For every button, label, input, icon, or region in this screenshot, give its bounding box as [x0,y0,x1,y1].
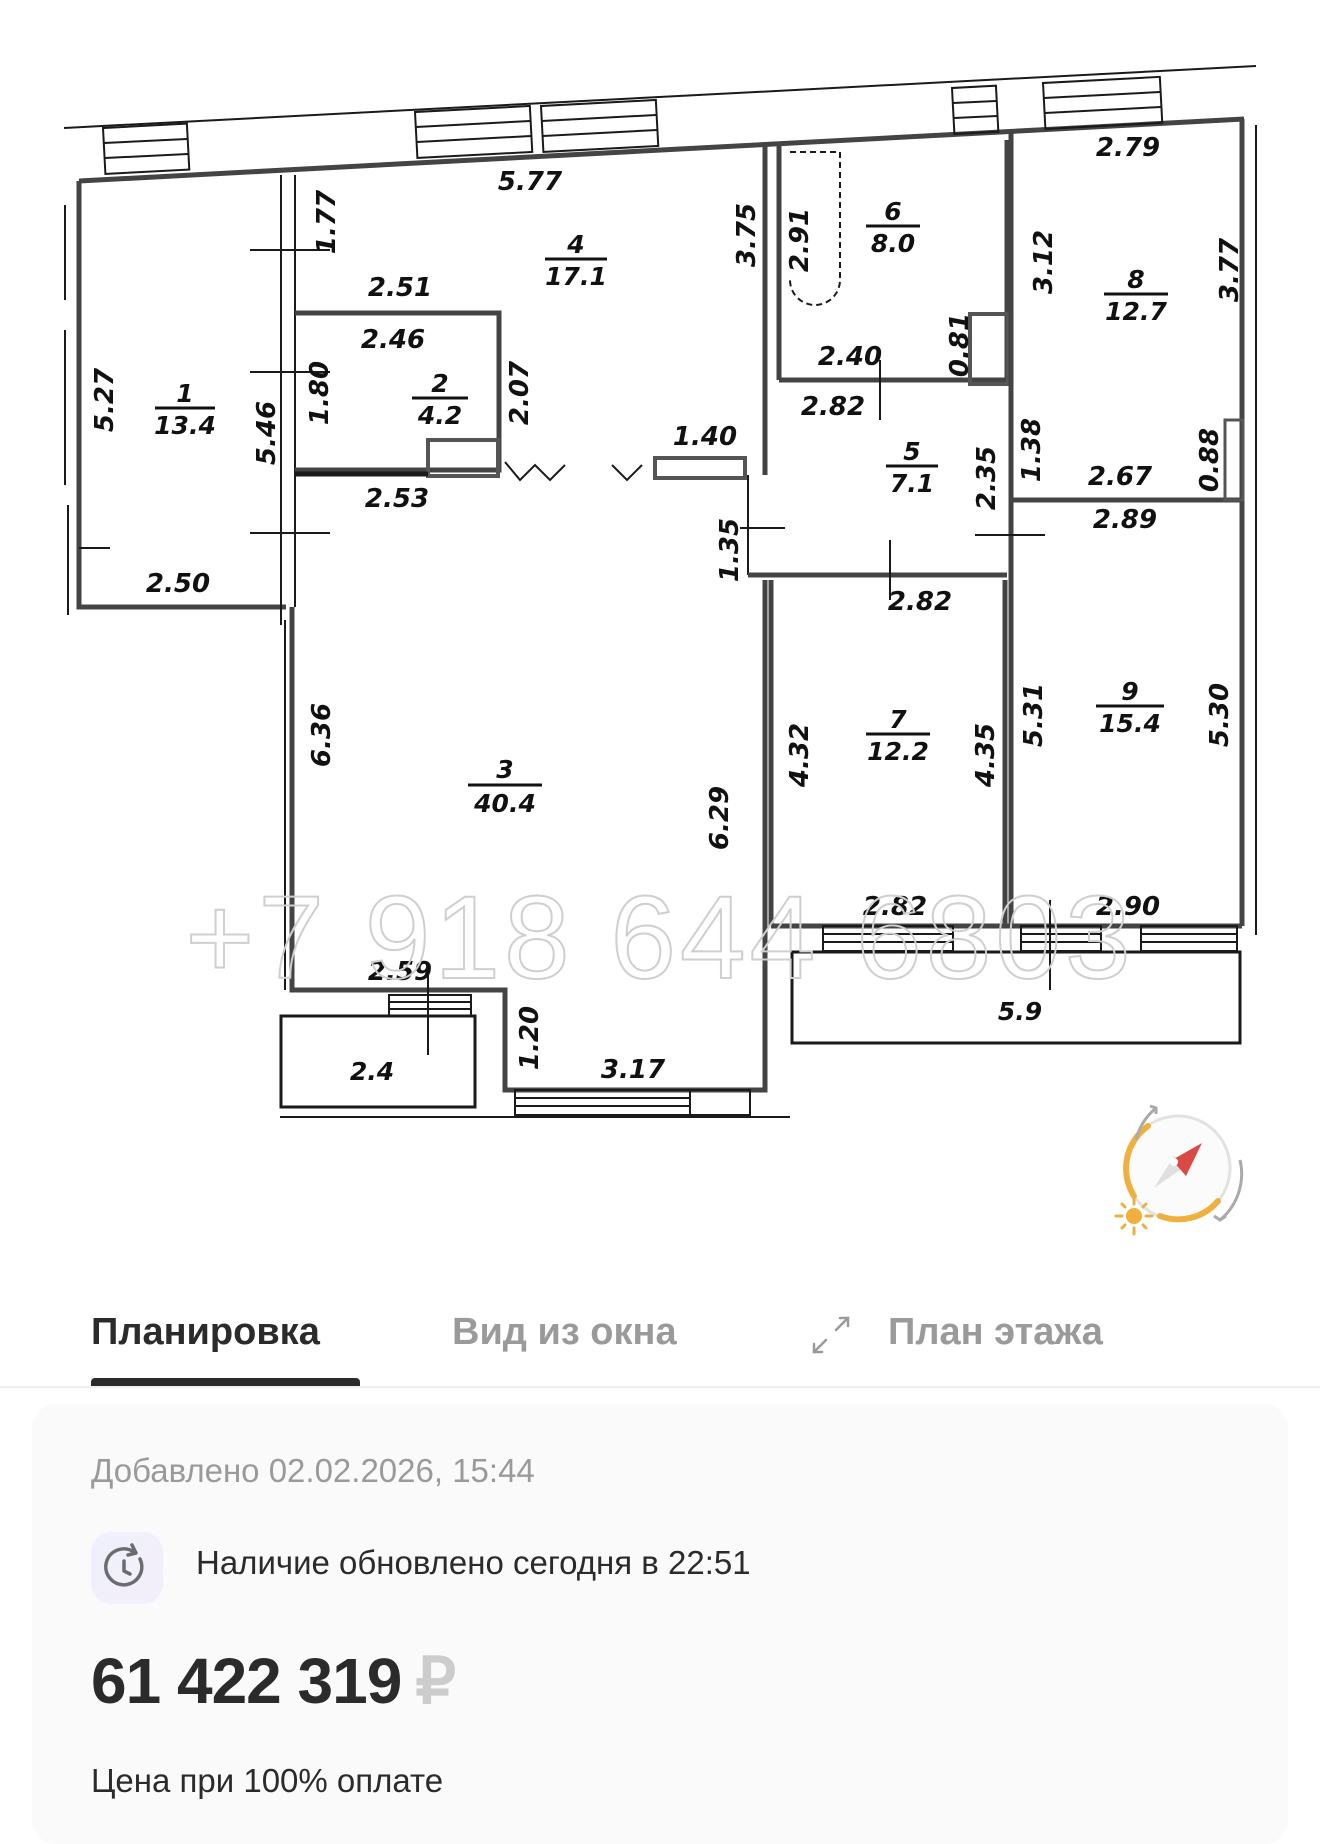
svg-text:3.77: 3.77 [1215,237,1245,302]
room-7[interactable]: 7 12.2 [866,705,930,766]
svg-text:2.59: 2.59 [368,957,432,987]
svg-text:12.2: 12.2 [867,737,929,766]
room-5[interactable]: 5 7.1 [886,437,938,498]
svg-text:4.32: 4.32 [785,723,815,788]
svg-text:1: 1 [176,379,193,408]
room-labels: 1 13.4 2 4.2 3 40.4 4 17.1 5 7.1 6 8.0 [154,197,1168,1086]
svg-text:2: 2 [431,369,448,398]
room-8[interactable]: 8 12.7 [1104,265,1168,326]
svg-text:2.67: 2.67 [1088,462,1153,492]
svg-text:2.50: 2.50 [146,569,210,599]
room-3[interactable]: 3 40.4 [468,755,542,818]
price: 61 422 319₽ [91,1644,456,1719]
availability-icon-box [91,1532,163,1604]
svg-text:6: 6 [884,197,901,226]
svg-text:17.1: 17.1 [545,262,607,291]
svg-text:13.4: 13.4 [154,411,216,440]
balcony-right-area: 5.9 [998,997,1042,1026]
added-date: Добавлено 02.02.2026, 15:44 [91,1452,535,1489]
svg-text:0.88: 0.88 [1195,428,1225,492]
svg-text:3: 3 [496,755,513,784]
svg-text:2.89: 2.89 [1093,505,1157,535]
svg-text:3.75: 3.75 [732,203,762,267]
svg-text:2.35: 2.35 [972,446,1002,510]
svg-text:2.46: 2.46 [361,325,425,355]
svg-text:2.53: 2.53 [365,484,429,514]
svg-text:5.27: 5.27 [90,367,120,432]
svg-text:15.4: 15.4 [1099,709,1161,738]
info-card: Добавлено 02.02.2026, 15:44 Наличие обно… [32,1404,1288,1844]
svg-text:5.31: 5.31 [1019,683,1049,747]
svg-text:12.7: 12.7 [1105,297,1167,326]
room-6[interactable]: 6 8.0 [866,197,920,258]
svg-text:5.30: 5.30 [1205,683,1235,747]
view-tabs: Планировка Вид из окна План этажа [0,1290,1320,1388]
balcony-left-area: 2.4 [350,1057,394,1086]
price-value: 61 422 319 [91,1645,402,1717]
svg-text:4: 4 [566,230,584,259]
svg-text:3.17: 3.17 [601,1055,666,1085]
currency-symbol: ₽ [415,1645,456,1717]
svg-text:1.20: 1.20 [515,1006,545,1070]
floor-plan[interactable]: 1 13.4 2 4.2 3 40.4 4 17.1 5 7.1 6 8.0 [0,0,1320,1280]
svg-text:2.82: 2.82 [863,892,927,922]
svg-text:5.77: 5.77 [498,167,563,197]
dimension-labels: 5.77 1.77 2.51 3.75 2.91 2.79 3.12 3.77 … [90,133,1245,1085]
svg-text:1.80: 1.80 [305,361,335,425]
svg-text:7: 7 [889,705,907,734]
price-note: Цена при 100% оплате [91,1762,444,1799]
expand-icon[interactable] [810,1314,852,1356]
svg-text:1.38: 1.38 [1017,418,1047,482]
svg-text:2.07: 2.07 [505,360,535,425]
clock-refresh-icon [104,1543,144,1587]
svg-text:2.91: 2.91 [785,208,815,272]
tab-floor-plan[interactable]: План этажа [888,1311,1103,1353]
svg-text:2.79: 2.79 [1096,133,1160,163]
svg-text:7.1: 7.1 [890,469,934,498]
svg-text:2.40: 2.40 [818,342,882,372]
room-2[interactable]: 2 4.2 [412,369,468,430]
svg-text:1.77: 1.77 [312,189,342,254]
svg-text:0.81: 0.81 [945,313,975,377]
phone-watermark: +7 918 644 6803 [185,872,1134,1004]
svg-text:1.40: 1.40 [673,422,737,452]
availability-status: Наличие обновлено сегодня в 22:51 [196,1544,751,1581]
compass-sun-icon[interactable] [1114,1104,1244,1236]
svg-text:2.82: 2.82 [801,392,865,422]
svg-text:8.0: 8.0 [871,229,915,258]
svg-text:1.35: 1.35 [715,518,745,582]
room-1[interactable]: 1 13.4 [154,379,216,440]
svg-text:5.46: 5.46 [252,401,282,465]
svg-text:6.29: 6.29 [705,786,735,850]
svg-text:2.90: 2.90 [1096,892,1160,922]
svg-text:2.51: 2.51 [368,273,432,303]
tab-layout[interactable]: Планировка [91,1311,320,1353]
room-4[interactable]: 4 17.1 [545,230,607,291]
svg-text:3.12: 3.12 [1029,230,1059,294]
svg-text:5: 5 [903,437,920,466]
active-tab-indicator [91,1378,360,1386]
svg-text:8: 8 [1127,265,1144,294]
tab-window-view[interactable]: Вид из окна [452,1311,677,1353]
svg-text:40.4: 40.4 [473,789,536,818]
walls [63,65,1257,1118]
svg-text:9: 9 [1121,677,1138,706]
svg-text:6.36: 6.36 [307,703,337,767]
room-9[interactable]: 9 15.4 [1096,677,1164,738]
svg-text:4.35: 4.35 [971,723,1001,788]
svg-text:4.2: 4.2 [417,401,462,430]
svg-text:2.82: 2.82 [888,587,952,617]
